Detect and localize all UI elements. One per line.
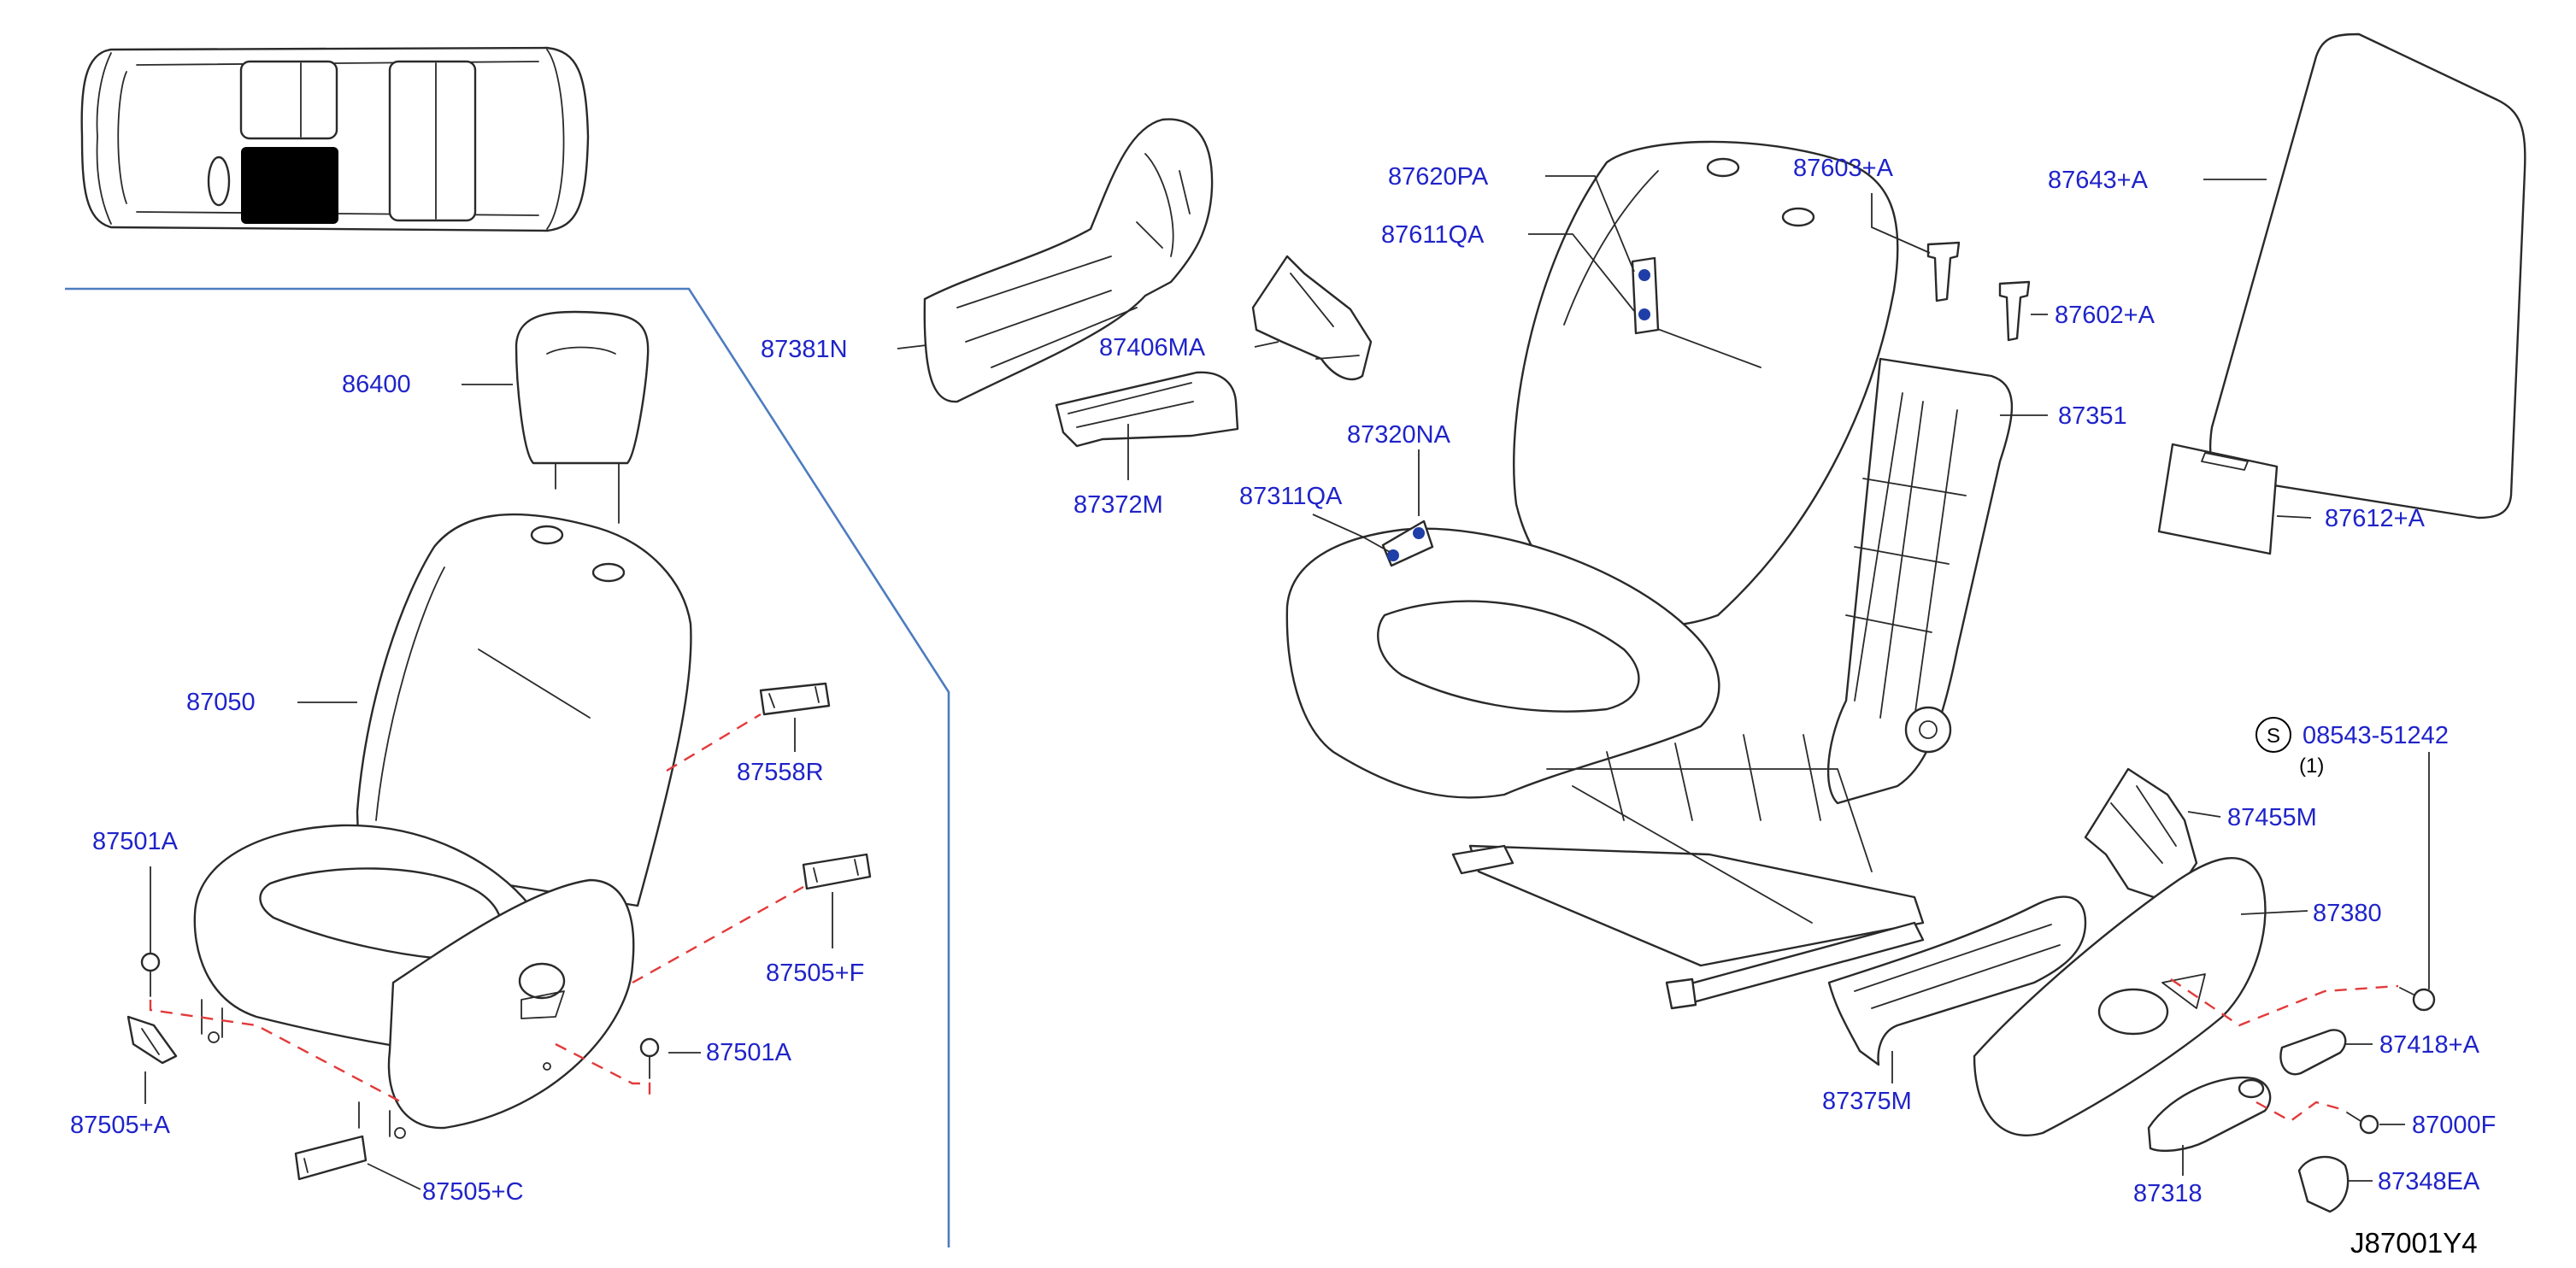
label-87406ma: 87406MA xyxy=(1099,334,1206,361)
assembly-line xyxy=(666,713,762,772)
label-87375m: 87375M xyxy=(1822,1088,1912,1115)
label-08543-51242: 08543-51242 xyxy=(2303,722,2449,749)
label-87348ea: 87348EA xyxy=(2378,1168,2480,1195)
finisher-87380 xyxy=(1973,857,2267,1136)
vehicle-locator xyxy=(80,46,590,232)
label-87501a-top: 87501A xyxy=(92,828,179,855)
label-87311qa: 87311QA xyxy=(1239,483,1343,510)
section-divider xyxy=(65,287,950,1247)
assembly-line xyxy=(149,1000,403,1104)
label-87050: 87050 xyxy=(186,689,256,716)
headrest-86400 xyxy=(515,310,650,524)
label-87000f: 87000F xyxy=(2412,1112,2496,1139)
back-board-87643a xyxy=(2208,32,2526,520)
label-87505f: 87505+F xyxy=(766,960,864,987)
bolt-87501a-mid xyxy=(639,1037,660,1079)
finisher-87375m xyxy=(1827,895,2087,1066)
label-08543-qty: (1) xyxy=(2299,754,2324,778)
screw-symbol: S xyxy=(2267,725,2280,748)
seat-location-marker xyxy=(241,147,338,224)
label-87505c: 87505+C xyxy=(422,1178,524,1206)
cover-87505c xyxy=(294,1135,368,1181)
label-87643a: 87643+A xyxy=(2048,167,2149,194)
knob-87418a xyxy=(2279,1029,2347,1076)
bracket-87505a xyxy=(126,1015,178,1065)
label-87372m: 87372M xyxy=(1073,491,1163,519)
screw-callout-08543: S 08543-51242 (1) xyxy=(2255,717,2449,778)
label-87505a: 87505+A xyxy=(70,1112,171,1139)
clip-87505f xyxy=(802,853,872,890)
label-87351: 87351 xyxy=(2058,402,2127,430)
label-87558r: 87558R xyxy=(737,759,824,786)
clip-87558r xyxy=(759,682,831,716)
clips-87620pa-87611qa xyxy=(1631,256,1660,335)
assembly-line xyxy=(555,1042,651,1102)
cover-87372m xyxy=(1055,371,1239,448)
label-87612a: 87612+A xyxy=(2325,505,2426,532)
drawing-id: J87001Y4 xyxy=(2350,1227,2478,1259)
seat-frame-87351 xyxy=(1285,140,2014,1010)
label-87418a: 87418+A xyxy=(2379,1031,2480,1059)
assembly-line xyxy=(2255,1101,2348,1123)
assembly-line xyxy=(2170,978,2399,1027)
label-87620pa: 87620PA xyxy=(1388,163,1489,191)
leader-lines xyxy=(144,175,2430,1190)
bracket-87406ma xyxy=(1251,255,1373,381)
label-87380: 87380 xyxy=(2313,900,2382,927)
screw-08543 xyxy=(2399,987,2436,1012)
label-87381n: 87381N xyxy=(761,336,848,363)
label-87455m: 87455M xyxy=(2227,804,2317,831)
guide-87602a xyxy=(1998,280,2031,342)
bolt-87501a-top xyxy=(140,952,161,997)
label-87602a: 87602+A xyxy=(2055,302,2155,329)
label-87611qa: 87611QA xyxy=(1381,221,1485,249)
lever-87318 xyxy=(2147,1076,2272,1153)
bolt-87000f xyxy=(2346,1112,2379,1135)
label-87320na: 87320NA xyxy=(1347,421,1451,449)
clips-87320na-87311qa xyxy=(1381,520,1434,567)
seat-assembly-87050 xyxy=(193,513,692,1139)
cap-87348ea xyxy=(2297,1155,2350,1213)
label-86400: 86400 xyxy=(342,371,411,398)
guide-87603a xyxy=(1926,241,1961,302)
cover-87381n xyxy=(923,118,1214,403)
label-87603a: 87603+A xyxy=(1793,155,1894,182)
pocket-87612a xyxy=(2157,443,2279,555)
label-87501a-mid: 87501A xyxy=(706,1039,792,1066)
label-87318: 87318 xyxy=(2133,1180,2203,1207)
